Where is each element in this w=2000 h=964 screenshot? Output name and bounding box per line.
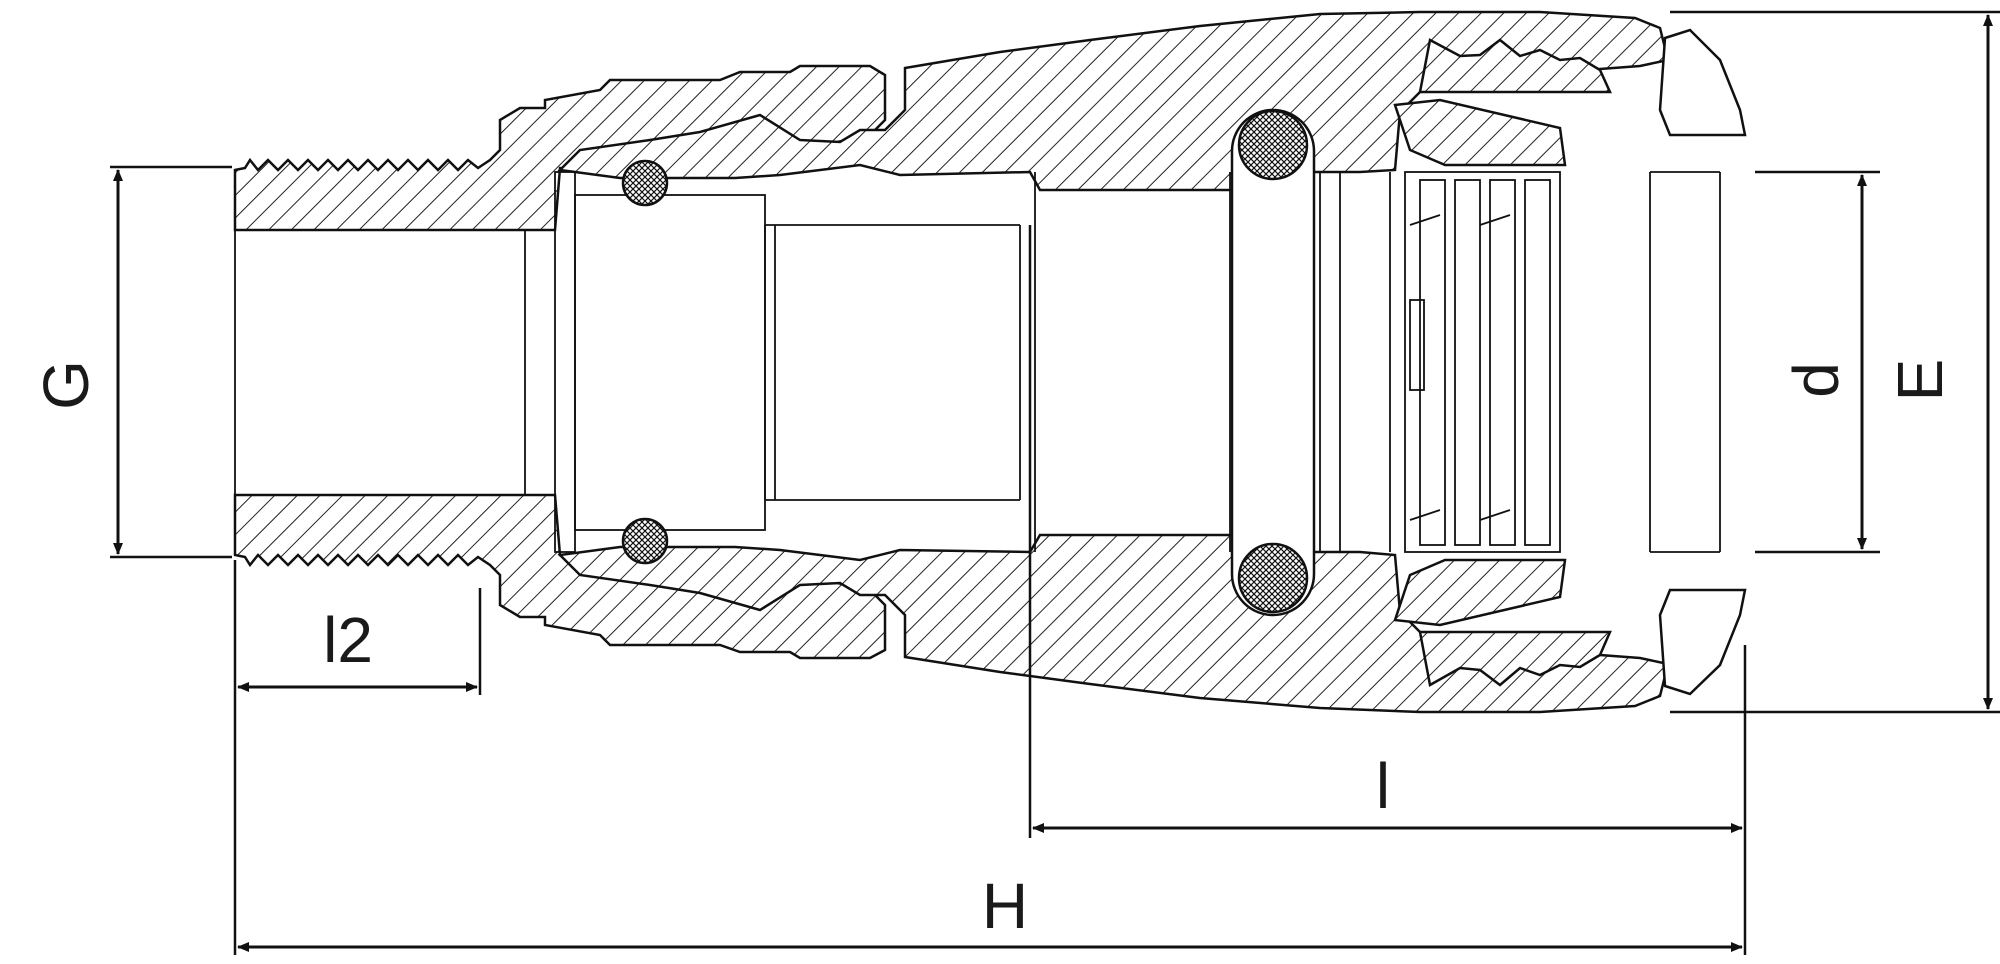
lower-body-section [233,493,1747,714]
o-rings [621,159,669,565]
dimension-label-d: d [1780,362,1852,398]
sealing-ring [1230,108,1316,617]
dimension-label-l2: l2 [323,604,373,676]
dimension-lines [110,10,2000,955]
grip-ring [1404,171,1561,553]
dimension-label-H: H [982,870,1028,942]
dimension-label-l: l [1376,750,1390,822]
dimension-label-G: G [30,360,102,410]
upper-body-section [233,10,1747,232]
dimension-label-E: E [1884,359,1956,402]
